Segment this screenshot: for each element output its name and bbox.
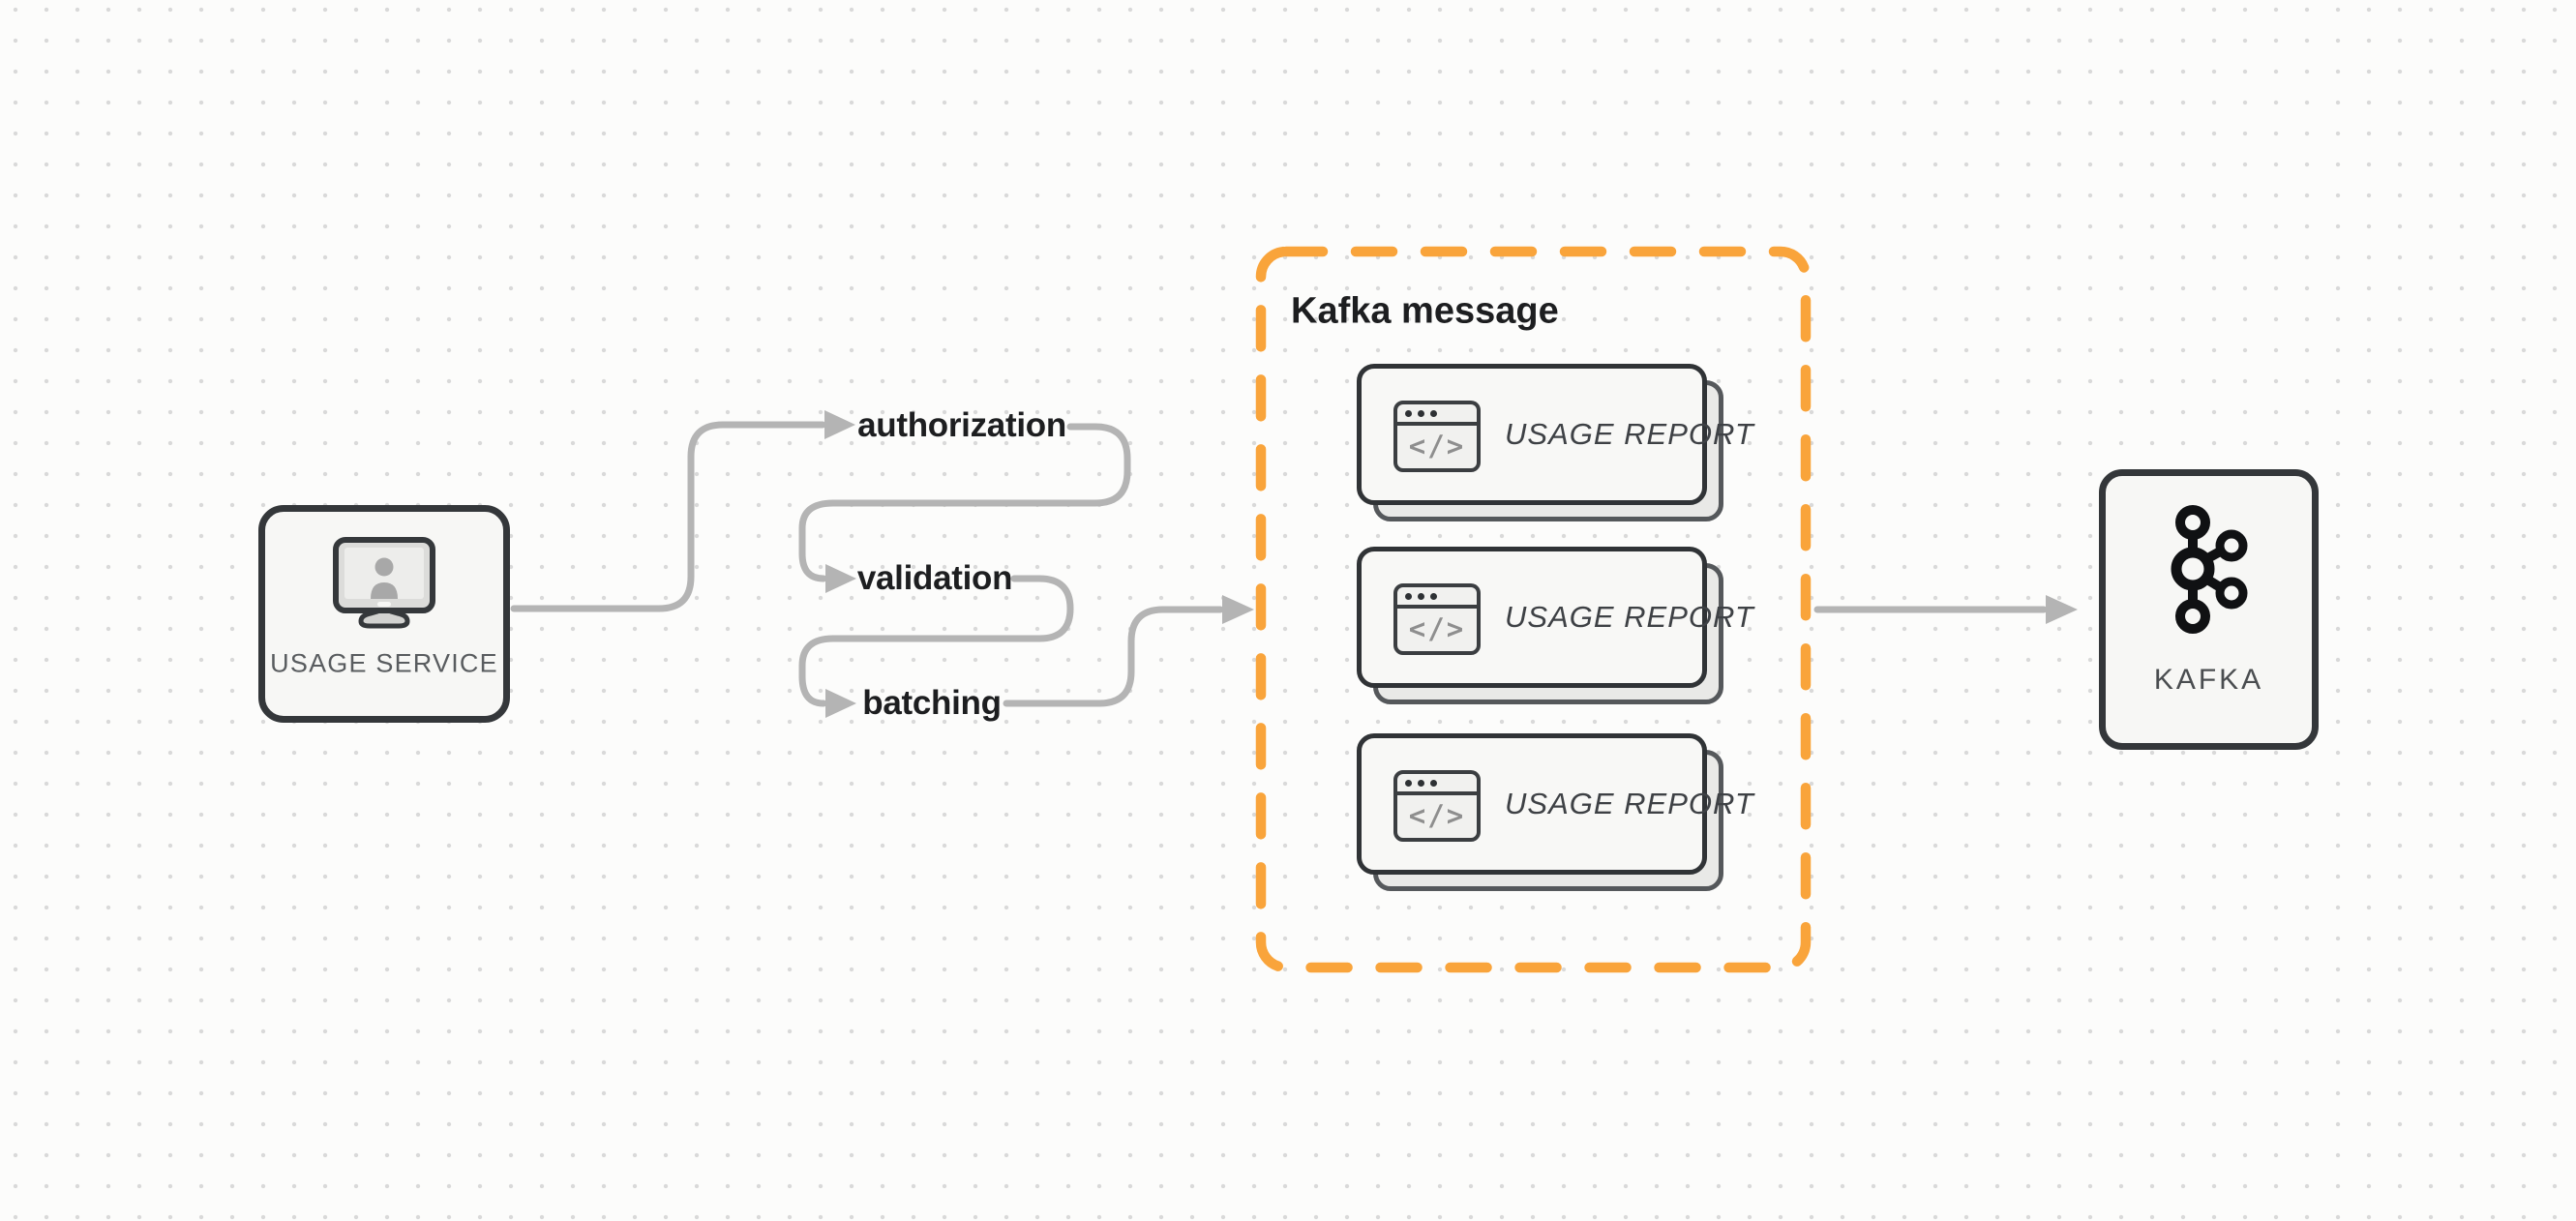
kafka-message-group-title: Kafka message: [1291, 290, 1559, 332]
code-window-icon: </>: [1393, 770, 1481, 842]
user-monitor-icon: [333, 537, 435, 629]
kafka-node: KAFKA: [2099, 469, 2319, 750]
window-dot-icon: [1430, 592, 1437, 600]
code-glyph: </>: [1408, 430, 1466, 462]
card-front: </> USAGE REPORT: [1357, 364, 1753, 505]
code-window-titlebar: [1397, 587, 1477, 609]
code-window-titlebar: [1397, 774, 1477, 795]
usage-report-card: </> USAGE REPORT: [1357, 733, 1753, 891]
usage-report-label: USAGE REPORT: [1505, 787, 1754, 820]
flow-step-batching: batching: [862, 684, 1002, 722]
window-dot-icon: [1418, 409, 1424, 417]
card-front: </> USAGE REPORT: [1357, 733, 1753, 875]
usage-report-card: </> USAGE REPORT: [1357, 547, 1753, 704]
flow-step-validation: validation: [856, 559, 1013, 597]
code-window-icon: </>: [1393, 583, 1481, 655]
usage-service-label: USAGE SERVICE: [270, 648, 498, 678]
window-dot-icon: [1405, 779, 1412, 787]
arrow-batching-to-kafka-message: [1003, 606, 1224, 707]
kafka-label: KAFKA: [2153, 664, 2264, 696]
usage-service-node: USAGE SERVICE: [258, 505, 510, 723]
arrowhead-icon: [824, 410, 855, 439]
card-front: </> USAGE REPORT: [1357, 547, 1753, 688]
usage-report-label: USAGE REPORT: [1505, 600, 1754, 634]
window-dot-icon: [1430, 409, 1437, 417]
kafka-message-group-border: [1255, 246, 1812, 973]
arrowhead-icon: [825, 689, 856, 718]
arrowhead-icon: [2046, 595, 2078, 624]
code-glyph: </>: [1408, 612, 1466, 645]
kafka-logo-icon: [2171, 505, 2247, 634]
flow-arrows: [510, 421, 2048, 707]
flow-step-authorization: authorization: [857, 406, 1066, 444]
window-dot-icon: [1405, 592, 1412, 600]
window-dot-icon: [1418, 592, 1424, 600]
arrow-usage-to-authorization: [510, 421, 826, 612]
code-window-icon: </>: [1393, 401, 1481, 472]
usage-report-card: </> USAGE REPORT: [1357, 364, 1753, 521]
window-dot-icon: [1418, 779, 1424, 787]
arrowhead-icon: [1222, 595, 1254, 624]
code-window-titlebar: [1397, 404, 1477, 426]
arrowheads: [824, 410, 2078, 718]
window-dot-icon: [1405, 409, 1412, 417]
arrow-authorization-to-validation: [798, 423, 1131, 582]
code-glyph: </>: [1408, 799, 1466, 832]
arrowhead-icon: [825, 564, 856, 593]
window-dot-icon: [1430, 779, 1437, 787]
usage-report-label: USAGE REPORT: [1505, 417, 1754, 451]
arrow-validation-to-batching: [798, 575, 1074, 707]
